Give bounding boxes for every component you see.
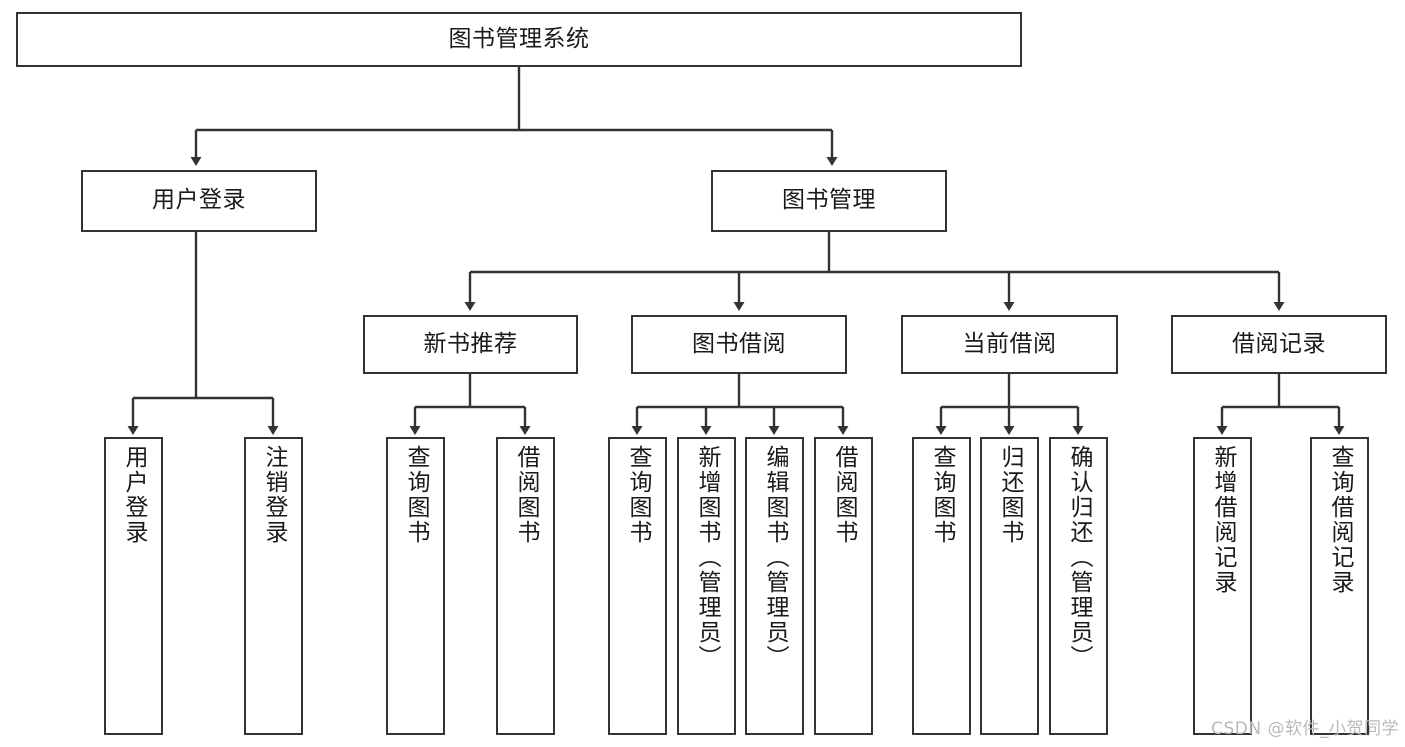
- watermark: CSDN @软件_小贺同学: [1211, 719, 1399, 739]
- node-leaf-add-borrow-record-label: 新增借阅记录: [1210, 445, 1236, 595]
- node-leaf-edit-book-admin-label: 编辑图书（管理员）: [762, 445, 788, 670]
- node-leaf-borrow-book-recommend[interactable]: 借阅图书: [496, 437, 555, 735]
- node-book-manage-label: 图书管理: [782, 187, 876, 214]
- node-user-login[interactable]: 用户登录: [81, 170, 317, 232]
- node-leaf-query-book-recommend-label: 查询图书: [403, 445, 429, 545]
- node-leaf-query-book-recommend[interactable]: 查询图书: [386, 437, 445, 735]
- node-borrow-record[interactable]: 借阅记录: [1171, 315, 1387, 374]
- node-leaf-borrow-book-label: 借阅图书: [831, 445, 857, 545]
- node-book-borrow-label: 图书借阅: [692, 330, 786, 357]
- node-leaf-return-book-label: 归还图书: [997, 445, 1023, 545]
- node-leaf-user-login[interactable]: 用户登录: [104, 437, 163, 735]
- node-leaf-borrow-book-recommend-label: 借阅图书: [513, 445, 539, 545]
- node-leaf-confirm-return-admin[interactable]: 确认归还（管理员）: [1049, 437, 1108, 735]
- node-leaf-user-login-label: 用户登录: [121, 445, 147, 545]
- node-leaf-query-book[interactable]: 查询图书: [608, 437, 667, 735]
- node-leaf-return-book[interactable]: 归还图书: [980, 437, 1039, 735]
- node-root[interactable]: 图书管理系统: [16, 12, 1022, 67]
- node-leaf-query-book-current-label: 查询图书: [929, 445, 955, 545]
- node-root-label: 图书管理系统: [448, 25, 590, 52]
- node-leaf-edit-book-admin[interactable]: 编辑图书（管理员）: [745, 437, 804, 735]
- node-book-borrow[interactable]: 图书借阅: [631, 315, 847, 374]
- node-leaf-query-borrow-record[interactable]: 查询借阅记录: [1310, 437, 1369, 735]
- node-leaf-add-book-admin-label: 新增图书（管理员）: [694, 445, 720, 670]
- node-book-manage[interactable]: 图书管理: [711, 170, 947, 232]
- node-leaf-add-book-admin[interactable]: 新增图书（管理员）: [677, 437, 736, 735]
- node-leaf-borrow-book[interactable]: 借阅图书: [814, 437, 873, 735]
- node-current-borrow-label: 当前借阅: [962, 330, 1057, 357]
- node-leaf-query-book-label: 查询图书: [625, 445, 651, 545]
- node-leaf-logout[interactable]: 注销登录: [244, 437, 303, 735]
- node-leaf-confirm-return-admin-label: 确认归还（管理员）: [1066, 445, 1092, 670]
- node-leaf-logout-label: 注销登录: [261, 445, 287, 545]
- node-leaf-add-borrow-record[interactable]: 新增借阅记录: [1193, 437, 1252, 735]
- node-new-book-recommend[interactable]: 新书推荐: [363, 315, 578, 374]
- node-user-login-label: 用户登录: [152, 187, 246, 214]
- node-leaf-query-borrow-record-label: 查询借阅记录: [1327, 445, 1353, 595]
- node-leaf-query-book-current[interactable]: 查询图书: [912, 437, 971, 735]
- node-new-book-recommend-label: 新书推荐: [423, 330, 518, 357]
- node-current-borrow[interactable]: 当前借阅: [901, 315, 1118, 374]
- node-borrow-record-label: 借阅记录: [1232, 330, 1326, 357]
